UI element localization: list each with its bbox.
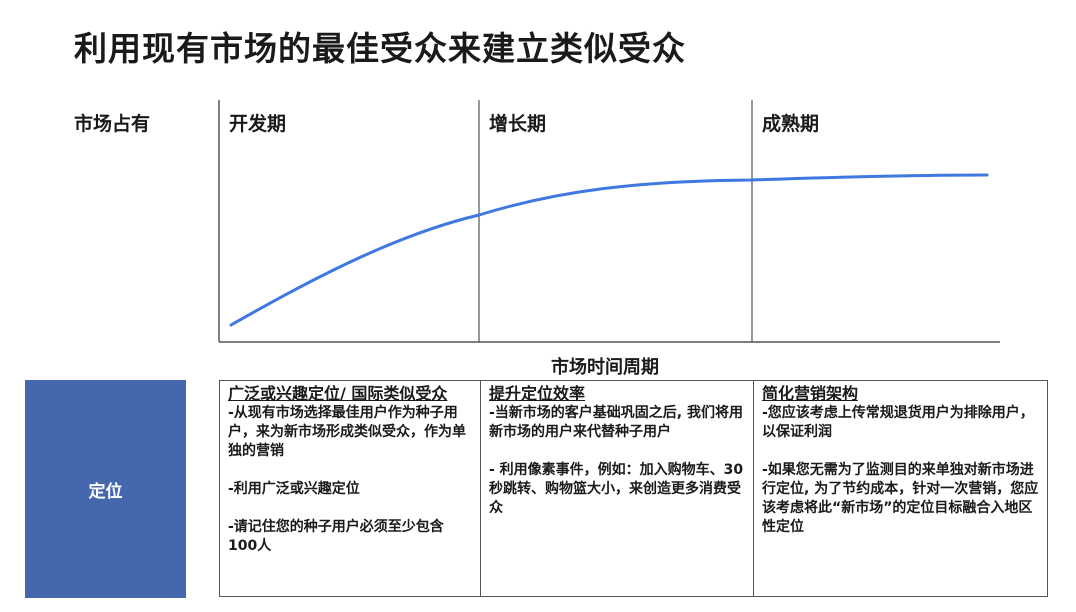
cell-title: 简化营销架构	[762, 384, 859, 403]
cell-item: -从现有市场选择最佳用户作为种子用户，来为新市场形成类似受众，作为单独的营销	[228, 405, 466, 459]
page-title: 利用现有市场的最佳受众来建立类似受众	[74, 29, 686, 68]
cell-item: -如果您无需为了监测目的来单独对新市场进行定位, 为了节约成本，针对一次营销，您…	[762, 462, 1039, 535]
y-axis-label: 市场占有	[74, 113, 151, 135]
phase-label-maturity: 成熟期	[762, 113, 820, 135]
targeting-cell-development: 广泛或兴趣定位/ 国际类似受众 -从现有市场选择最佳用户作为种子用户，来为新市场…	[220, 381, 480, 596]
cell-title: 广泛或兴趣定位/ 国际类似受众	[228, 384, 448, 403]
cell-item: -利用广泛或兴趣定位	[228, 481, 360, 497]
targeting-row-label: 定位	[88, 481, 123, 502]
x-axis-label: 市场时间周期	[551, 357, 659, 378]
targeting-row-header: 定位	[25, 380, 186, 598]
cell-item: -您应该考虑上传常规退货用户为排除用户，以保证利润	[762, 405, 1034, 440]
market-share-curve	[229, 173, 989, 327]
targeting-cell-maturity: 简化营销架构 -您应该考虑上传常规退货用户为排除用户，以保证利润 -如果您无需为…	[753, 381, 1047, 596]
targeting-cell-growth: 提升定位效率 -当新市场的客户基础巩固之后, 我们将用新市场的用户来代替种子用户…	[480, 381, 753, 596]
cell-item: - 利用像素事件，例如：加入购物车、30秒跳转、购物篮大小，来创造更多消费受众	[489, 462, 744, 516]
targeting-table: 广泛或兴趣定位/ 国际类似受众 -从现有市场选择最佳用户作为种子用户，来为新市场…	[219, 380, 1048, 597]
cell-item: -请记住您的种子用户必须至少包含100人	[228, 519, 444, 554]
cell-item: -当新市场的客户基础巩固之后, 我们将用新市场的用户来代替种子用户	[489, 405, 744, 440]
market-lifecycle-chart	[218, 100, 1000, 343]
phase-label-development: 开发期	[229, 113, 287, 135]
phase-label-growth: 增长期	[489, 113, 547, 135]
cell-title: 提升定位效率	[489, 384, 586, 403]
